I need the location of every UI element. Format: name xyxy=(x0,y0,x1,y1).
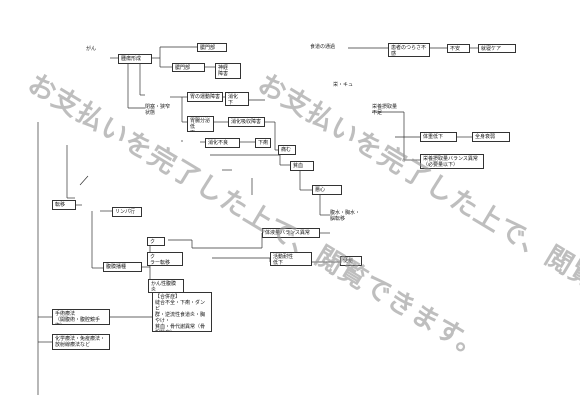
node-gappei: 【合併症】 縫合不全・下痢・ダンピ 群・逆流性食道炎・胸やけ・ 貧血・骨代謝異常… xyxy=(152,292,212,332)
node-akka: 悪心 xyxy=(312,185,342,195)
node-tenkan: 転移 xyxy=(52,200,76,210)
node-kanja: 患者のつらさ不感 障害持け xyxy=(388,43,430,57)
node-undou: 胃の運動障害 xyxy=(187,92,223,102)
node-kyoshu: 不安 xyxy=(447,44,470,53)
node-eiyo2: 栄養摂取量バランス異常 （必要量以下） xyxy=(420,154,484,169)
node-eiyo: 栄養摂取量 不足 xyxy=(372,104,398,116)
node-shuyo: 腫瘍形成 xyxy=(118,54,152,64)
node-kagaku: 化学療法・免疫療法・ 放射線療法など xyxy=(52,334,110,350)
node-taieki: 体液量バランス異常 xyxy=(262,228,320,238)
node-sokka: 消化不良 xyxy=(205,138,240,148)
node-maibu: 膿門部 xyxy=(172,63,205,72)
node-shokudo: 食道の通過 xyxy=(310,44,336,50)
node-ku: ク xyxy=(147,237,165,246)
node-hinketsu: 貧血 xyxy=(290,161,314,171)
node-gan: がん xyxy=(86,46,97,52)
node-benpi: 便秘 xyxy=(340,256,362,266)
node-fuku: 腹膜播種 xyxy=(103,262,142,272)
node-syokei: 就寝ケア xyxy=(478,44,516,53)
node-kyushu2: 消化吸収障害 xyxy=(228,117,265,127)
node-zenshin: 全身衰弱 xyxy=(472,132,510,142)
node-kyushu1: 胃腸分泌低 下 xyxy=(187,116,214,132)
node-kanmon: 膿門部 xyxy=(197,43,227,52)
node-fukusui: 腹水・胸水・ 脳転移 xyxy=(330,210,361,222)
node-tsuu: 痛む xyxy=(278,145,296,155)
node-jinkei: 神経 障害 xyxy=(215,63,241,79)
node-geri: 下痢 xyxy=(255,138,271,148)
node-shoka1: 消化 下 xyxy=(225,92,249,106)
node-heisoku: 閉塞・狭窄 状態 xyxy=(145,104,171,116)
node-shujutsu: 手術療法 （開腹術・腹腔鏡手術） xyxy=(52,309,110,325)
node-ikusa: 栄・キュ xyxy=(333,82,354,88)
node-kurasu: ク ラー転移 xyxy=(147,252,183,266)
node-kan: かん性腹膜 炎 xyxy=(148,279,184,293)
node-rinpa: リンパ行 xyxy=(112,207,142,217)
node-katsudo: 活動耐性 低下 xyxy=(270,252,312,266)
node-taiju: 体重低下 xyxy=(420,132,457,142)
